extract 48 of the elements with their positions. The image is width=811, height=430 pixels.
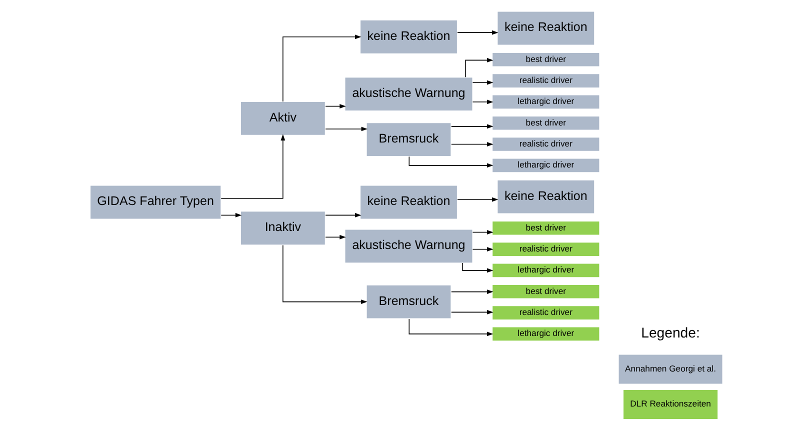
arrow — [324, 104, 346, 108]
arrow — [456, 197, 498, 202]
node-box: realistic driver — [491, 305, 600, 320]
arrow — [456, 30, 498, 35]
arrow — [450, 290, 493, 294]
node-box: keine Reaktion — [359, 20, 458, 54]
arrow — [450, 142, 493, 146]
node-box: akustische Warnung — [344, 228, 473, 264]
arrow — [462, 262, 493, 273]
node-box: Bremsruck — [366, 284, 451, 320]
arrow — [282, 34, 361, 102]
node-box: realistic driver — [491, 73, 600, 88]
label: Legende: — [640, 324, 700, 340]
arrow — [450, 310, 493, 314]
arrow — [450, 124, 493, 129]
node-box: realistic driver — [491, 136, 600, 152]
node-box: lethargic driver — [491, 158, 600, 173]
legend-label: DLR Reaktionszeiten — [630, 398, 710, 409]
node-box: best driver — [491, 116, 600, 131]
node-box: keine Reaktion — [359, 185, 458, 220]
arrow — [408, 156, 493, 168]
arrow — [220, 213, 242, 218]
arrow — [408, 318, 493, 336]
node-box: best driver — [491, 220, 600, 236]
node-box: best driver — [491, 52, 600, 68]
node-box: best driver — [491, 284, 600, 300]
arrow — [324, 126, 368, 132]
arrow — [282, 244, 367, 304]
node-box: keine Reaktion — [496, 180, 594, 214]
arrow — [472, 100, 493, 104]
node-box: akustische Warnung — [344, 76, 473, 112]
arrow — [472, 247, 493, 252]
node-box: Bremsruck — [366, 122, 451, 157]
arrow — [472, 80, 493, 85]
arrow — [464, 58, 493, 78]
node-box: lethargic driver — [491, 263, 600, 278]
arrow — [324, 234, 346, 240]
node-box: realistic driver — [491, 242, 600, 257]
node-box: keine Reaktion — [496, 11, 594, 46]
arrow — [220, 134, 285, 199]
node-box: Aktiv — [240, 101, 326, 136]
legend-label: Annahmen Georgi et al. — [624, 363, 716, 374]
node-box: GIDAS Fahrer Typen — [89, 185, 221, 220]
node-box: lethargic driver — [491, 326, 600, 342]
arrow — [324, 213, 361, 218]
node-box: Inaktiv — [240, 210, 326, 246]
arrow — [472, 230, 493, 234]
node-box: lethargic driver — [491, 94, 600, 110]
